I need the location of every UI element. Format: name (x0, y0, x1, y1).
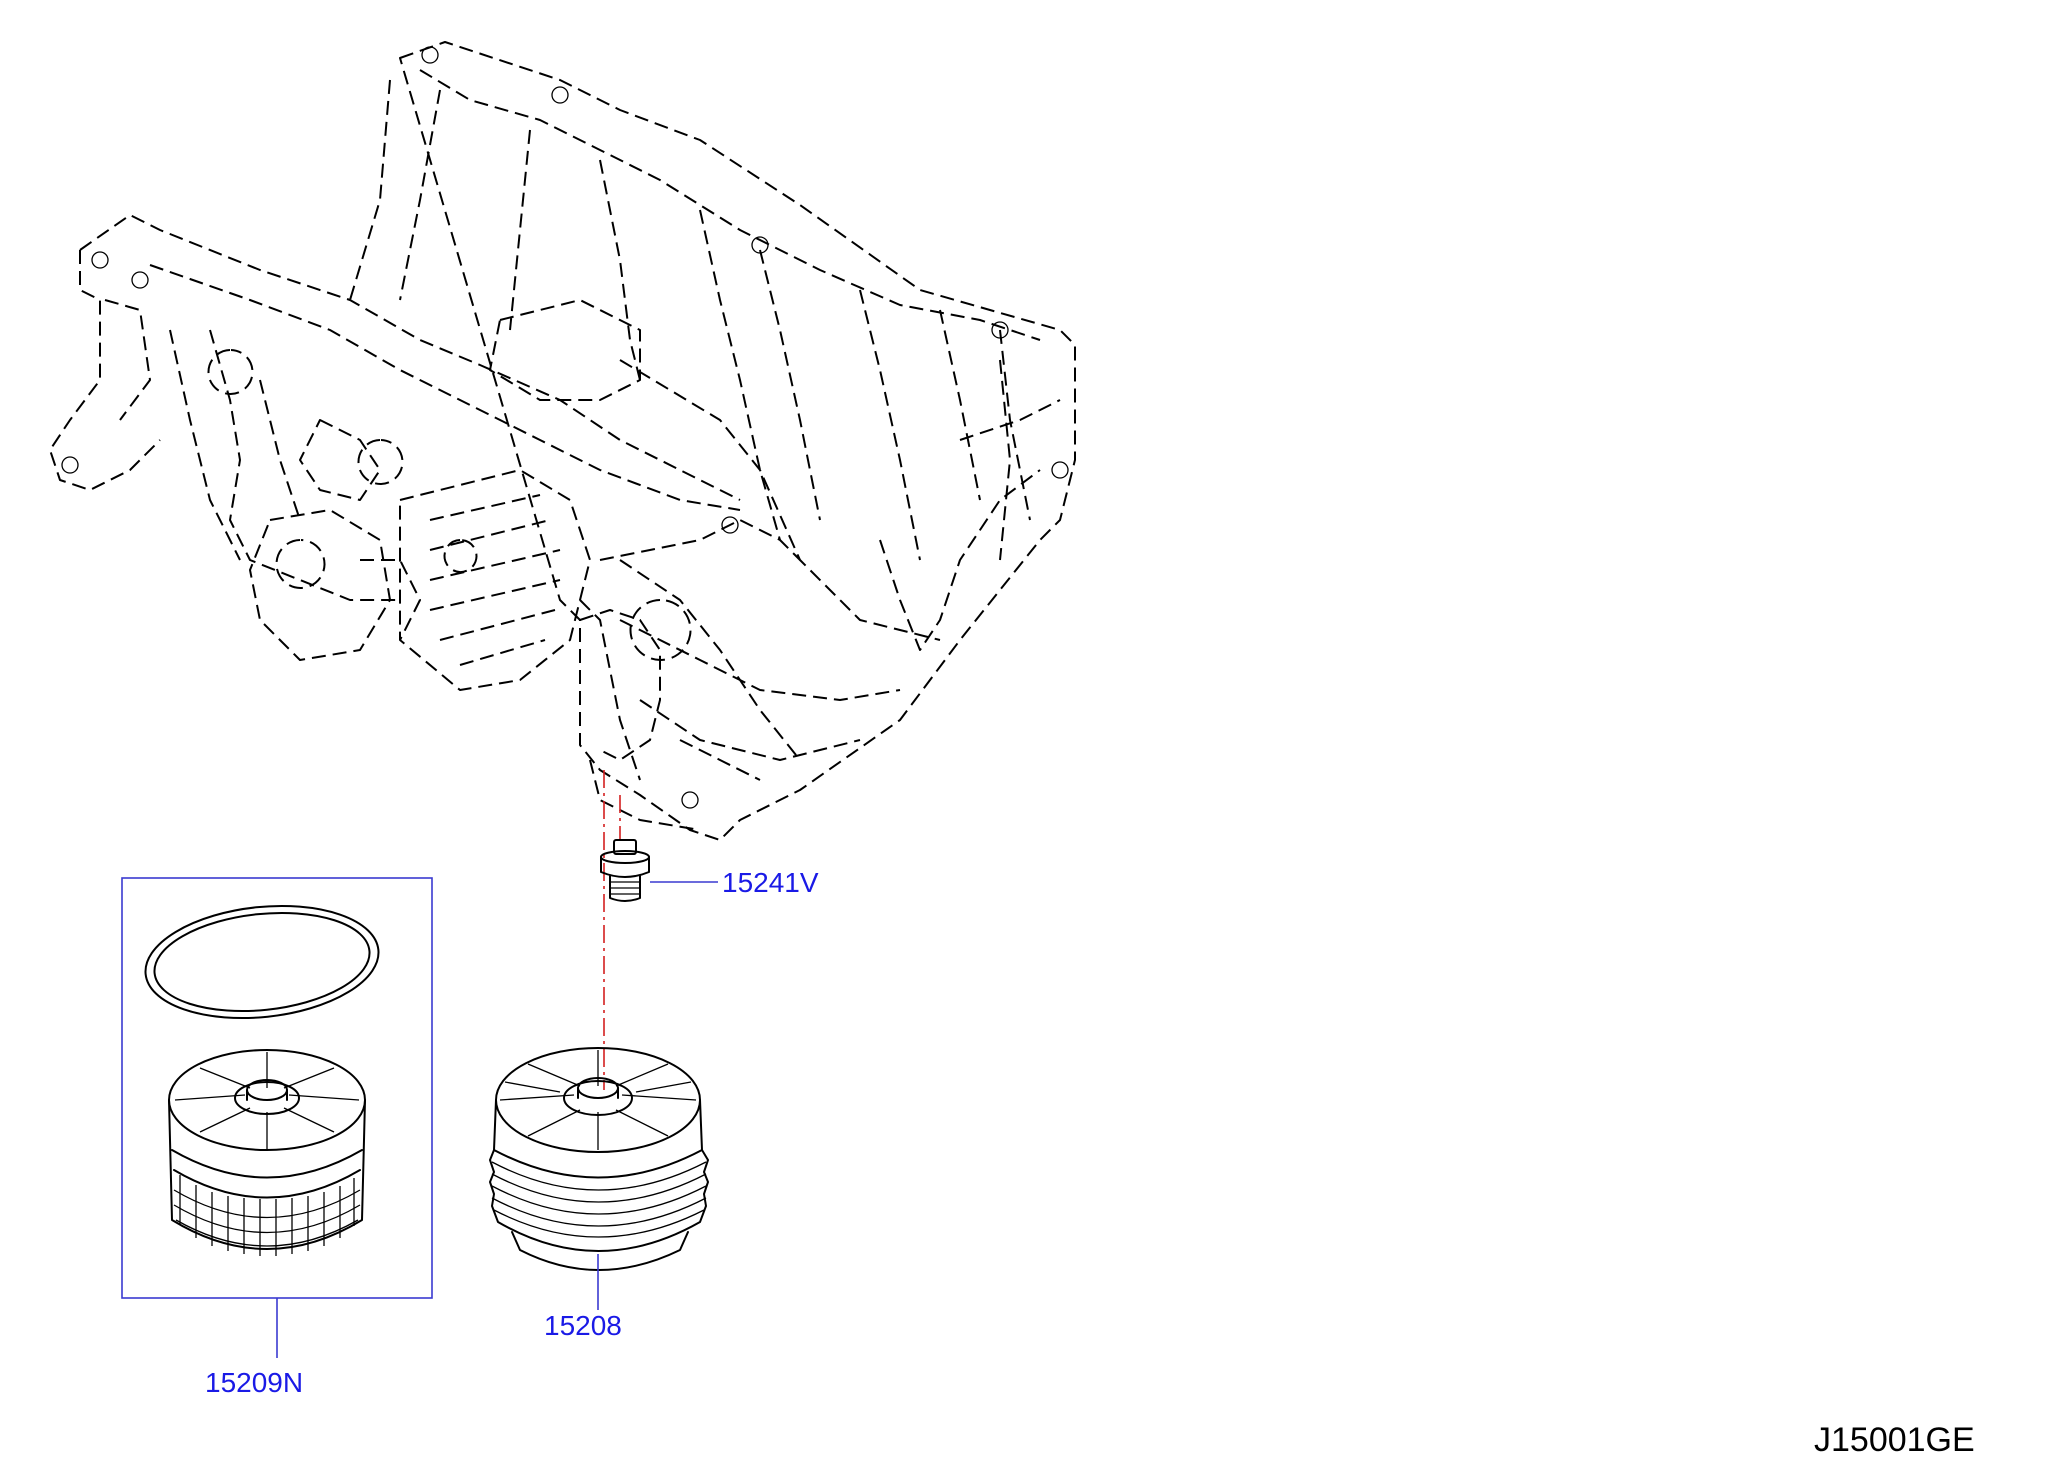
oil-pan-block-illustration (49, 41, 1076, 841)
filter-kit-box (121, 877, 433, 1358)
callout-filter-kit: 15209N (205, 1367, 303, 1398)
assembly-centerline (603, 770, 621, 1090)
o-ring-part (144, 904, 380, 1020)
diagram-code: J15001GE (1814, 1421, 1975, 1459)
filter-element-part (168, 1049, 366, 1256)
callout-drain-plug: 15241V (722, 867, 819, 898)
callout-filter-cap: 15208 (544, 1310, 622, 1341)
filter-cap-part (489, 1047, 709, 1310)
drain-plug-part (600, 839, 718, 902)
